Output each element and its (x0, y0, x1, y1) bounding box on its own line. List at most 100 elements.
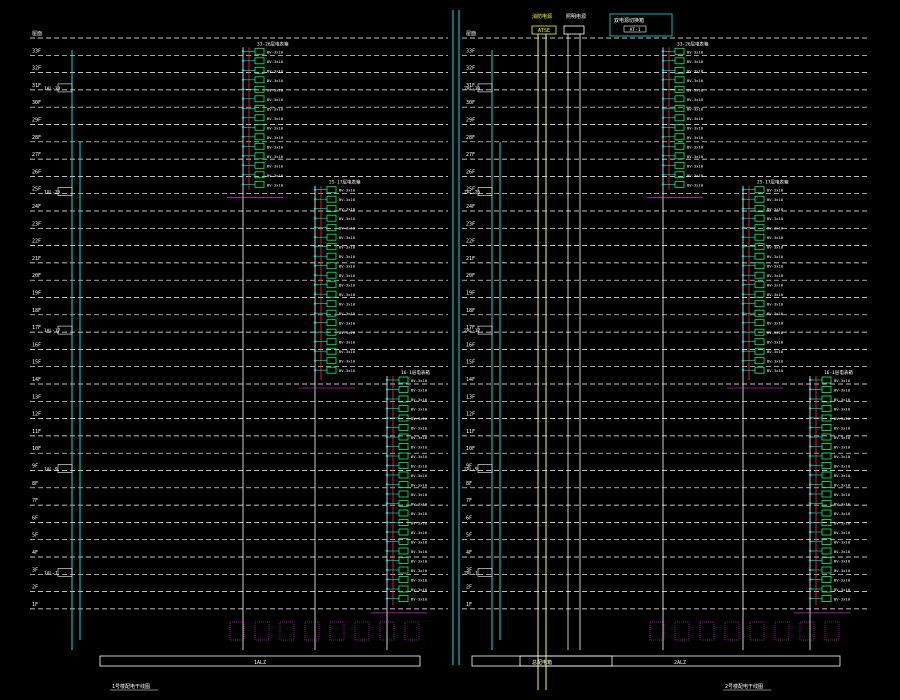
meter-box (398, 376, 409, 384)
meter-node (241, 59, 245, 62)
meter-box (674, 123, 685, 131)
meter-label: BV-3x10 (267, 116, 284, 121)
meter-label: BV-3x10 (267, 106, 284, 111)
meter-box (326, 319, 337, 327)
meter-label: BV-3x10 (767, 340, 784, 345)
meter-label: BV-3x10 (834, 483, 851, 488)
floor-label: 22F (32, 239, 41, 245)
meter-node (313, 359, 317, 362)
meter-label: BV-3x10 (267, 78, 284, 83)
meter-label: BV-3x10 (411, 530, 428, 535)
meter-label: BV-3x10 (411, 435, 428, 440)
meter-node (808, 549, 812, 553)
meter-box (398, 462, 409, 469)
meter-label: BV-3x10 (767, 235, 784, 240)
meter-box (254, 47, 265, 55)
meter-box (821, 595, 832, 602)
meter-box (821, 386, 832, 393)
meter-node (241, 164, 245, 167)
note-tag-box (623, 25, 647, 33)
meter-label: BV-3x10 (834, 540, 851, 545)
meter-node (241, 107, 245, 110)
meter-label: BV-3x10 (267, 182, 284, 187)
meter-label: BV-3x10 (339, 302, 356, 307)
meter-label: BV-3x10 (411, 388, 428, 393)
floor-label: 19F (32, 291, 41, 297)
meter-node (385, 521, 389, 524)
meter-label: BV-3x10 (834, 549, 851, 554)
meter-box (326, 214, 337, 222)
meter-label: BV-3x10 (767, 254, 784, 259)
meter-node (661, 116, 665, 120)
meter-node (808, 435, 812, 439)
meter-label: BV-3x10 (339, 292, 356, 297)
meter-label: BV-3x10 (267, 49, 284, 54)
meter-label: BV-3x10 (834, 388, 851, 393)
meter-node (808, 464, 812, 467)
meter-box (821, 424, 832, 431)
meter-box (326, 300, 337, 308)
floor-label: 19F (466, 291, 475, 297)
meter-label: BV-3x10 (687, 135, 704, 140)
meter-node (313, 226, 317, 229)
meter-node (241, 126, 245, 129)
floor-label: 23F (32, 221, 41, 227)
meter-node (385, 559, 389, 562)
floor-label: 8F (466, 481, 472, 487)
meter-node (385, 378, 389, 382)
meter-box (254, 152, 265, 160)
meter-box (326, 328, 337, 336)
meter-label: BV-3x10 (267, 97, 284, 102)
meter-node (241, 97, 245, 101)
meter-box (326, 347, 337, 355)
center-box-label: 总配电箱 (532, 659, 552, 666)
meter-box (674, 76, 685, 84)
meter-box (754, 186, 765, 194)
meter-label: BV-3x10 (767, 311, 784, 316)
floor-label: 14F (466, 377, 475, 383)
floor-label: 18F (466, 308, 475, 314)
meter-label: BV-3x10 (267, 59, 284, 64)
meter-node (741, 283, 745, 286)
meter-node (741, 293, 745, 296)
meter-box (821, 547, 832, 555)
meter-node (313, 369, 317, 372)
floor-label: 9F (466, 464, 472, 470)
annotation-block (799, 621, 815, 641)
caption-left: 1号楼配电干线图 (112, 683, 150, 690)
meter-node (661, 173, 665, 176)
meter-group-header: 25-17层电表箱 (329, 179, 361, 186)
floor-label: 27F (466, 152, 475, 158)
floor-label: 20F (32, 273, 41, 279)
meter-node (385, 483, 389, 486)
meter-box (326, 357, 337, 365)
meter-node (313, 217, 317, 220)
meter-box (821, 376, 832, 384)
meter-box (254, 180, 265, 188)
floor-box-label: 1AL-1 (44, 570, 58, 576)
floor-label: 33F (32, 48, 41, 54)
meter-label: BV-3x10 (339, 216, 356, 221)
meter-box (754, 300, 765, 308)
meter-label: BV-3x10 (339, 359, 356, 364)
meter-node (661, 126, 665, 129)
meter-node (808, 502, 812, 505)
bus-box-label: ATSE (538, 28, 550, 34)
meter-label: BV-3x10 (687, 106, 704, 111)
floor-box (57, 325, 73, 335)
meter-label: BV-3x10 (687, 125, 704, 130)
meter-label: BV-3x10 (687, 49, 704, 54)
meter-box (821, 519, 832, 526)
floor-label: 2F (466, 585, 472, 591)
floor-label: 16F (32, 342, 41, 348)
floor-box-label: 2AL-33 (464, 86, 481, 92)
meter-group-header: 16-1层电表箱 (401, 369, 430, 376)
meter-node (741, 274, 745, 277)
meter-node (313, 293, 317, 296)
meter-node (661, 59, 665, 62)
floor-label: 30F (32, 100, 41, 106)
meter-label: BV-3x10 (767, 283, 784, 288)
meter-label: BV-3x10 (767, 264, 784, 269)
floor-label: 12F (32, 412, 41, 418)
